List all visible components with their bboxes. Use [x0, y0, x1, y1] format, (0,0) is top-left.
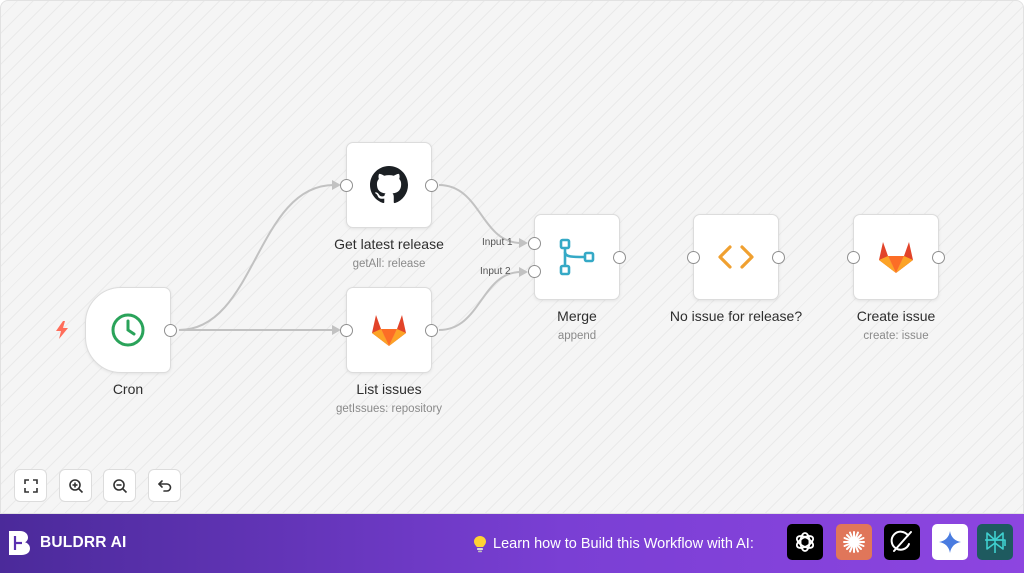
node-get-latest-release[interactable] — [340, 142, 438, 228]
grok-icon — [890, 530, 912, 552]
node-create-issue[interactable] — [847, 214, 945, 300]
merge-output-handle[interactable] — [613, 251, 626, 264]
node-get-release-title: Get latest release — [334, 236, 444, 252]
code-icon — [718, 245, 754, 269]
edge-release-merge — [438, 184, 522, 244]
zoom-out-icon — [112, 478, 127, 493]
no-issue-input-handle[interactable] — [687, 251, 700, 264]
zoom-in-icon — [68, 478, 83, 493]
node-no-issue-title: No issue for release? — [669, 308, 803, 324]
cron-output-handle[interactable] — [164, 324, 177, 337]
node-no-issue-for-release[interactable] — [687, 214, 785, 300]
github-icon — [370, 166, 408, 204]
connections — [178, 180, 528, 335]
lightbulb-icon — [474, 536, 486, 553]
fit-view-button[interactable] — [14, 469, 47, 502]
brand-name: BULDRR AI — [40, 534, 127, 551]
clock-icon — [111, 313, 145, 347]
trigger-bolt-icon — [56, 321, 68, 339]
node-create-issue-title: Create issue — [856, 308, 936, 324]
merge-input1-label: Input 1 — [482, 237, 513, 248]
zoom-out-button[interactable] — [103, 469, 136, 502]
merge-input2-handle[interactable] — [528, 265, 541, 278]
node-list-issues-title: List issues — [356, 381, 422, 397]
chatgpt-button[interactable] — [787, 524, 823, 560]
zoom-in-button[interactable] — [59, 469, 92, 502]
undo-icon — [157, 479, 171, 492]
node-get-release-subtitle: getAll: release — [352, 258, 426, 270]
create-issue-output-handle[interactable] — [932, 251, 945, 264]
node-list-issues[interactable] — [340, 287, 438, 373]
list-issues-input-handle[interactable] — [340, 324, 353, 337]
claude-icon — [843, 531, 865, 553]
merge-input1-handle[interactable] — [528, 237, 541, 250]
arrow-get-release — [332, 180, 341, 190]
edge-issues-merge — [438, 271, 522, 331]
brand[interactable]: BULDRR AI — [8, 529, 126, 557]
node-merge-subtitle: append — [557, 330, 597, 342]
create-issue-input-handle[interactable] — [847, 251, 860, 264]
get-release-input-handle[interactable] — [340, 179, 353, 192]
arrow-merge-input2 — [519, 267, 528, 277]
chatgpt-icon — [795, 532, 815, 552]
node-merge-title: Merge — [557, 308, 597, 324]
arrow-merge-input1 — [519, 238, 528, 248]
buldrr-logo-icon — [9, 531, 30, 555]
perplexity-button[interactable] — [977, 524, 1013, 560]
list-issues-output-handle[interactable] — [425, 324, 438, 337]
grok-button[interactable] — [884, 524, 920, 560]
node-cron[interactable] — [85, 287, 177, 373]
gitlab-icon — [879, 242, 913, 273]
gemini-icon — [939, 531, 961, 553]
no-issue-output-handle[interactable] — [772, 251, 785, 264]
get-release-output-handle[interactable] — [425, 179, 438, 192]
merge-input2-label: Input 2 — [480, 266, 511, 277]
arrow-list-issues — [332, 325, 341, 335]
learn-prompt: Learn how to Build this Workflow with AI… — [473, 535, 754, 553]
node-cron-title: Cron — [112, 381, 144, 397]
claude-button[interactable] — [836, 524, 872, 560]
gitlab-icon — [372, 315, 406, 346]
gemini-button[interactable] — [932, 524, 968, 560]
workflow-canvas[interactable]: Cron Get latest release getAll: release … — [0, 0, 1024, 514]
perplexity-icon — [985, 531, 1006, 553]
undo-button[interactable] — [148, 469, 181, 502]
node-create-issue-subtitle: create: issue — [863, 330, 929, 342]
node-merge[interactable] — [528, 214, 626, 300]
learn-text: Learn how to Build this Workflow with AI… — [493, 536, 754, 552]
node-list-issues-subtitle: getIssues: repository — [335, 403, 443, 415]
footer-bar: BULDRR AI Learn how to Build this Workfl… — [0, 514, 1024, 573]
edge-cron-get-release — [178, 184, 335, 331]
fit-view-icon — [23, 478, 38, 493]
merge-icon — [559, 238, 595, 276]
